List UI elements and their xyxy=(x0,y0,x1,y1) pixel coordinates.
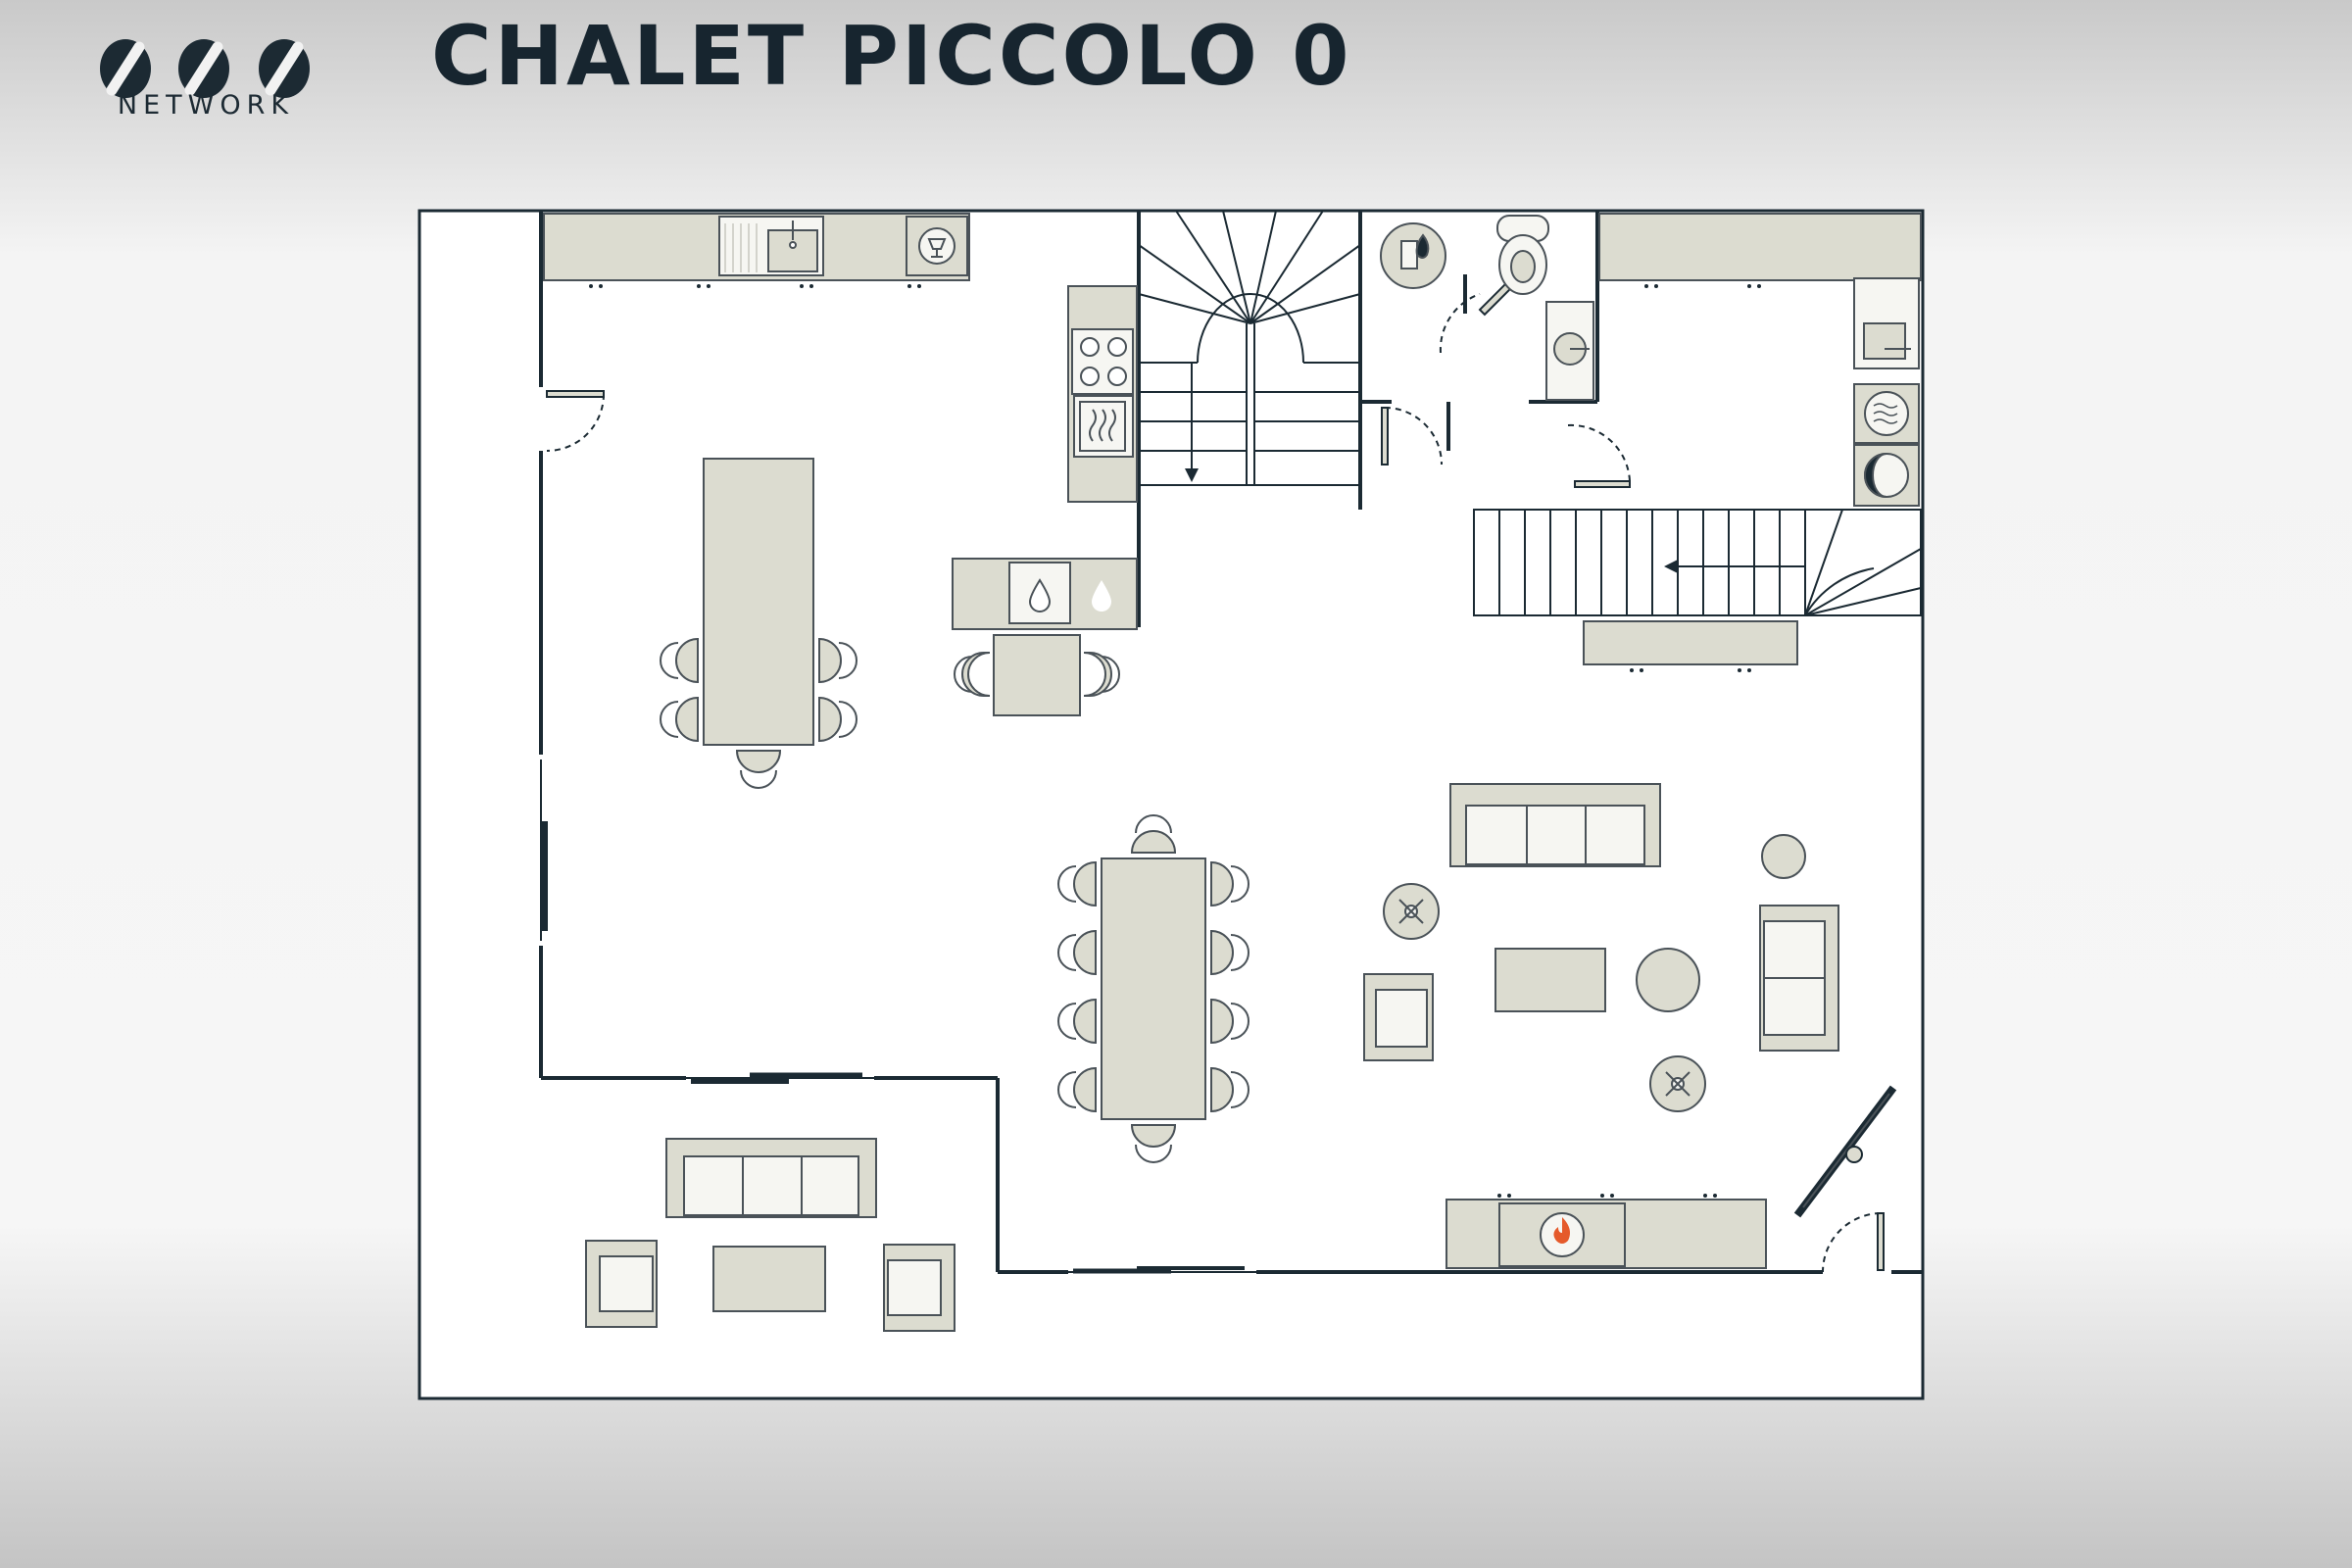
stool-small xyxy=(1761,834,1806,879)
kitchen-island xyxy=(952,558,1138,716)
living-armchair-right xyxy=(1759,905,1839,1052)
terrace-table xyxy=(712,1246,826,1312)
water-drop-icon xyxy=(1028,578,1052,612)
laundry-counter xyxy=(1598,213,1922,507)
counter-feet xyxy=(589,284,1761,1198)
fireplace-bench xyxy=(1446,1199,1767,1269)
windows xyxy=(540,760,1256,1274)
stove-column xyxy=(1067,285,1138,503)
kitchen-table-chairs xyxy=(660,637,858,789)
tv-unit xyxy=(1793,1085,1897,1218)
onyo-logo xyxy=(100,39,310,98)
brand-text: NETWORK xyxy=(117,90,295,121)
water-heater-icon xyxy=(1380,222,1446,289)
terrace-armchair-right xyxy=(883,1244,956,1332)
pouf-icon xyxy=(1383,883,1706,1112)
island-stools xyxy=(954,652,1120,697)
oven-icon xyxy=(1079,401,1126,452)
dining-table xyxy=(1101,858,1206,1120)
hall-bench xyxy=(1583,620,1798,665)
side-table xyxy=(1636,948,1700,1012)
stove-icon xyxy=(1080,337,1127,386)
coffee-table xyxy=(1494,948,1606,1012)
living-armchair-left xyxy=(1363,973,1434,1061)
living-sofa xyxy=(1449,783,1661,867)
water-drop-icon xyxy=(1092,580,1111,612)
page-title: CHALET PICCOLO 0 xyxy=(431,8,1352,104)
bathroom-sink xyxy=(1545,301,1594,401)
dining-chairs xyxy=(1057,814,1250,1163)
wine-glass-icon xyxy=(918,227,956,265)
terrace-armchair-left xyxy=(585,1240,658,1328)
kitchen-table xyxy=(703,458,814,746)
terrace-sofa xyxy=(665,1138,877,1218)
toilet-icon xyxy=(1496,215,1549,295)
stairs-arrow-icon xyxy=(1664,560,1678,573)
stairs-arrow-icon xyxy=(1185,468,1199,482)
staircase-main xyxy=(1138,210,1361,486)
kitchen-counter-top xyxy=(543,213,970,281)
